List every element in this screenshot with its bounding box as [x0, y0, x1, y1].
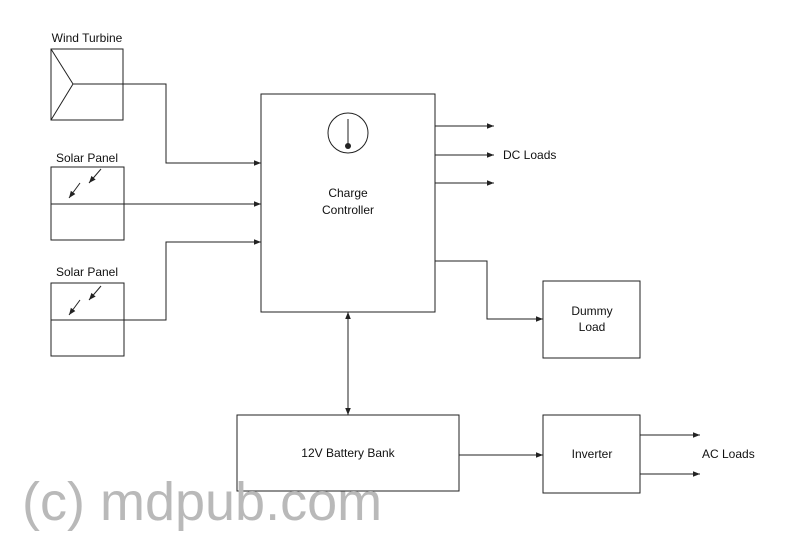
inverter-label: Inverter: [572, 447, 613, 461]
solar-panel-1-label: Solar Panel: [56, 151, 118, 165]
battery-bank: 12V Battery Bank: [236, 414, 460, 492]
charge-controller-label-line2: Controller: [322, 203, 374, 217]
wind-to-controller-arrow: [123, 83, 261, 166]
battery-bank-label: 12V Battery Bank: [301, 446, 395, 460]
sun-rays-icon: [68, 168, 102, 199]
solar2-to-controller-arrow: [124, 239, 261, 321]
solar-panel-1: Solar Panel: [50, 151, 125, 241]
wind-turbine-label: Wind Turbine: [52, 31, 123, 45]
source-connectors: [51, 83, 261, 321]
solar-panel-2-label: Solar Panel: [56, 265, 118, 279]
controller-to-dummy-load-arrow: [435, 260, 543, 322]
charge-controller: Charge Controller: [260, 93, 436, 313]
dummy-load: Dummy Load: [435, 260, 641, 359]
ac-loads: AC Loads: [640, 432, 755, 477]
dc-loads: DC Loads: [435, 123, 556, 186]
inverter: Inverter: [542, 414, 641, 494]
dc-loads-label: DC Loads: [503, 148, 556, 162]
sun-rays-icon: [68, 285, 102, 316]
gauge-icon: [327, 112, 369, 154]
wind-turbine-icon: [50, 48, 123, 121]
dummy-load-box: [542, 280, 641, 359]
solar-panel-2: Solar Panel: [50, 265, 125, 357]
watermark: (c) mdpub.com: [22, 472, 382, 532]
inverter-box: [542, 414, 641, 494]
ac-loads-label: AC Loads: [702, 447, 755, 461]
charge-controller-label-line1: Charge: [328, 186, 368, 200]
battery-bank-box: [236, 414, 460, 492]
dummy-load-label-line1: Dummy: [571, 304, 612, 318]
dummy-load-label-line2: Load: [579, 320, 606, 334]
wind-turbine: Wind Turbine: [50, 31, 124, 121]
charge-controller-box: [260, 93, 436, 313]
